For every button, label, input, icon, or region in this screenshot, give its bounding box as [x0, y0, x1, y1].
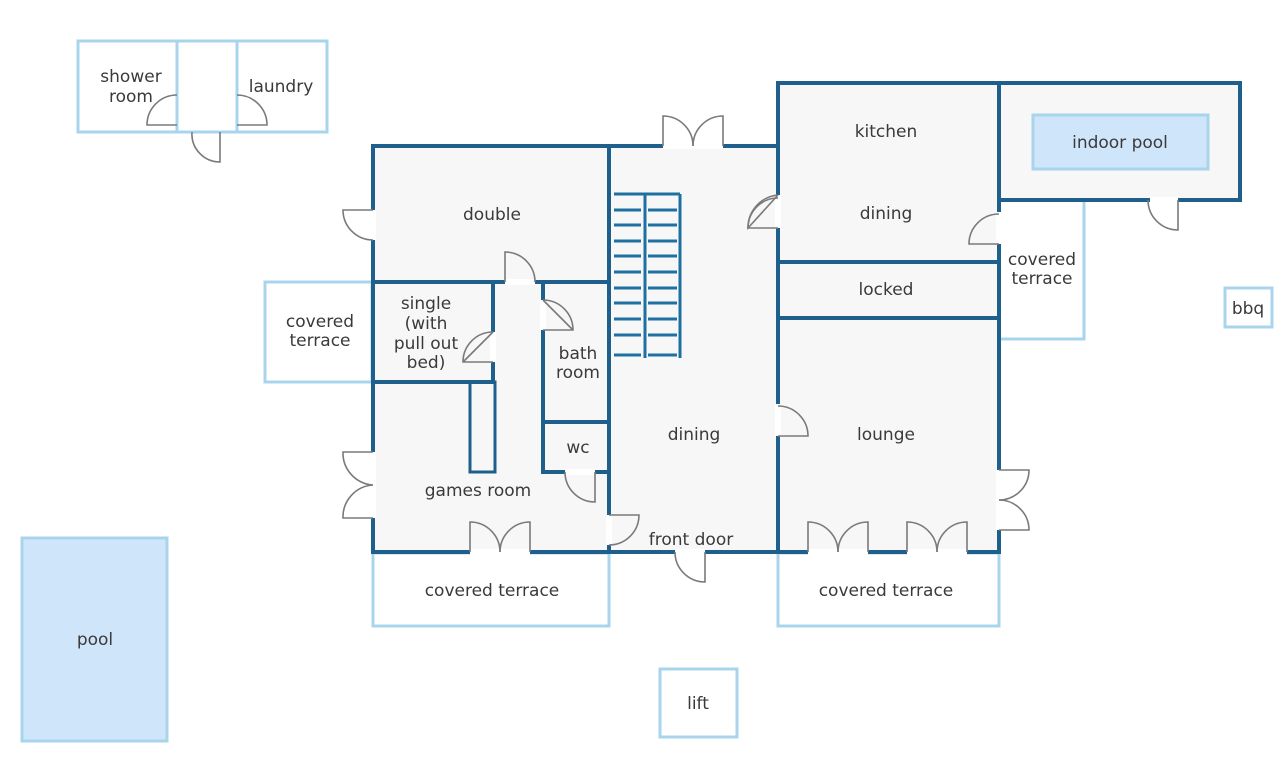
locked-label: locked — [859, 280, 914, 300]
door-lounge-side-1[interactable] — [998, 469, 1030, 501]
door-games-dining[interactable] — [608, 514, 640, 546]
door-top-right[interactable] — [692, 115, 724, 147]
door-games-bottom-1[interactable] — [469, 521, 501, 553]
covered-terrace-bottom-left — [371, 551, 611, 628]
single-label-2: (with — [405, 314, 448, 334]
lounge-label: lounge — [857, 425, 915, 445]
covered-terrace-left-label-2: terrace — [289, 331, 350, 351]
door-lounge-bottom-3[interactable] — [906, 521, 938, 553]
lift-label: lift — [687, 694, 709, 714]
kitchen-label: kitchen — [855, 122, 918, 142]
door-double[interactable] — [504, 251, 536, 283]
bathroom-label-2: room — [556, 363, 600, 383]
games-room-label: games room — [425, 481, 531, 501]
covered-terrace-right-label-1: covered — [1008, 250, 1076, 270]
door-games-terrace-2[interactable] — [342, 484, 374, 519]
covered-terrace-left-label-1: covered — [286, 312, 354, 332]
door-swings — [342, 115, 1179, 583]
door-wc[interactable] — [564, 471, 596, 503]
door-dining-terrace[interactable] — [968, 213, 1000, 245]
pool-label: pool — [77, 630, 113, 650]
covered-terrace-right-label-2: terrace — [1011, 269, 1072, 289]
outbuilding: shower room laundry — [76, 39, 329, 163]
room-labels: double single (with pull out bed) bath r… — [77, 122, 1264, 714]
door-lounge-bottom-2[interactable] — [837, 521, 869, 553]
door-games-terrace-1[interactable] — [342, 451, 374, 486]
bbq-area — [1223, 286, 1274, 329]
door-lounge-bottom-4[interactable] — [936, 521, 968, 553]
pool — [20, 536, 169, 743]
door-games-bottom-2[interactable] — [499, 521, 531, 553]
dining-center-label: dining — [668, 425, 721, 445]
door-top-left[interactable] — [662, 115, 694, 147]
indoor-pool-label: indoor pool — [1072, 133, 1168, 153]
door-lounge-bottom-1[interactable] — [807, 521, 839, 553]
single-label-3: pull out — [394, 334, 459, 354]
shower-room-label-2: room — [109, 87, 153, 107]
door-lounge[interactable] — [777, 405, 809, 437]
storage-cupboard — [468, 380, 497, 474]
covered-terrace-bottom-right-label: covered terrace — [819, 581, 954, 601]
double-label: double — [463, 205, 521, 225]
wc-label: wc — [566, 438, 589, 458]
door-kitchen-swing[interactable] — [747, 197, 779, 229]
door-laundry[interactable] — [236, 94, 268, 126]
covered-terrace-bottom-left-label: covered terrace — [425, 581, 560, 601]
covered-terrace-left — [263, 280, 374, 384]
door-double-terrace[interactable] — [342, 209, 374, 241]
exterior-areas — [20, 198, 1274, 743]
bbq-label: bbq — [1232, 299, 1264, 319]
single-label-1: single — [401, 294, 451, 314]
outbuilding-outline — [76, 39, 329, 134]
door-shower[interactable] — [146, 94, 178, 126]
door-bathroom[interactable] — [542, 299, 574, 331]
single-label-4: bed) — [407, 353, 446, 373]
lift-box — [658, 667, 739, 739]
covered-terrace-bottom-right — [776, 551, 1001, 628]
room-fills — [373, 83, 1240, 552]
bathroom-label-1: bath — [559, 344, 598, 364]
indoor-pool — [1031, 113, 1210, 171]
front-door-label: front door — [649, 530, 733, 550]
door-outbuilding[interactable] — [191, 131, 221, 163]
shower-room-label-1: shower — [100, 67, 161, 87]
door-single[interactable] — [462, 331, 494, 363]
door-lounge-side-2[interactable] — [998, 499, 1030, 531]
dining-right-label: dining — [860, 204, 913, 224]
laundry-label: laundry — [249, 77, 314, 97]
door-front[interactable] — [674, 551, 706, 583]
door-indoor-pool[interactable] — [1147, 199, 1179, 231]
staircase — [614, 192, 682, 358]
